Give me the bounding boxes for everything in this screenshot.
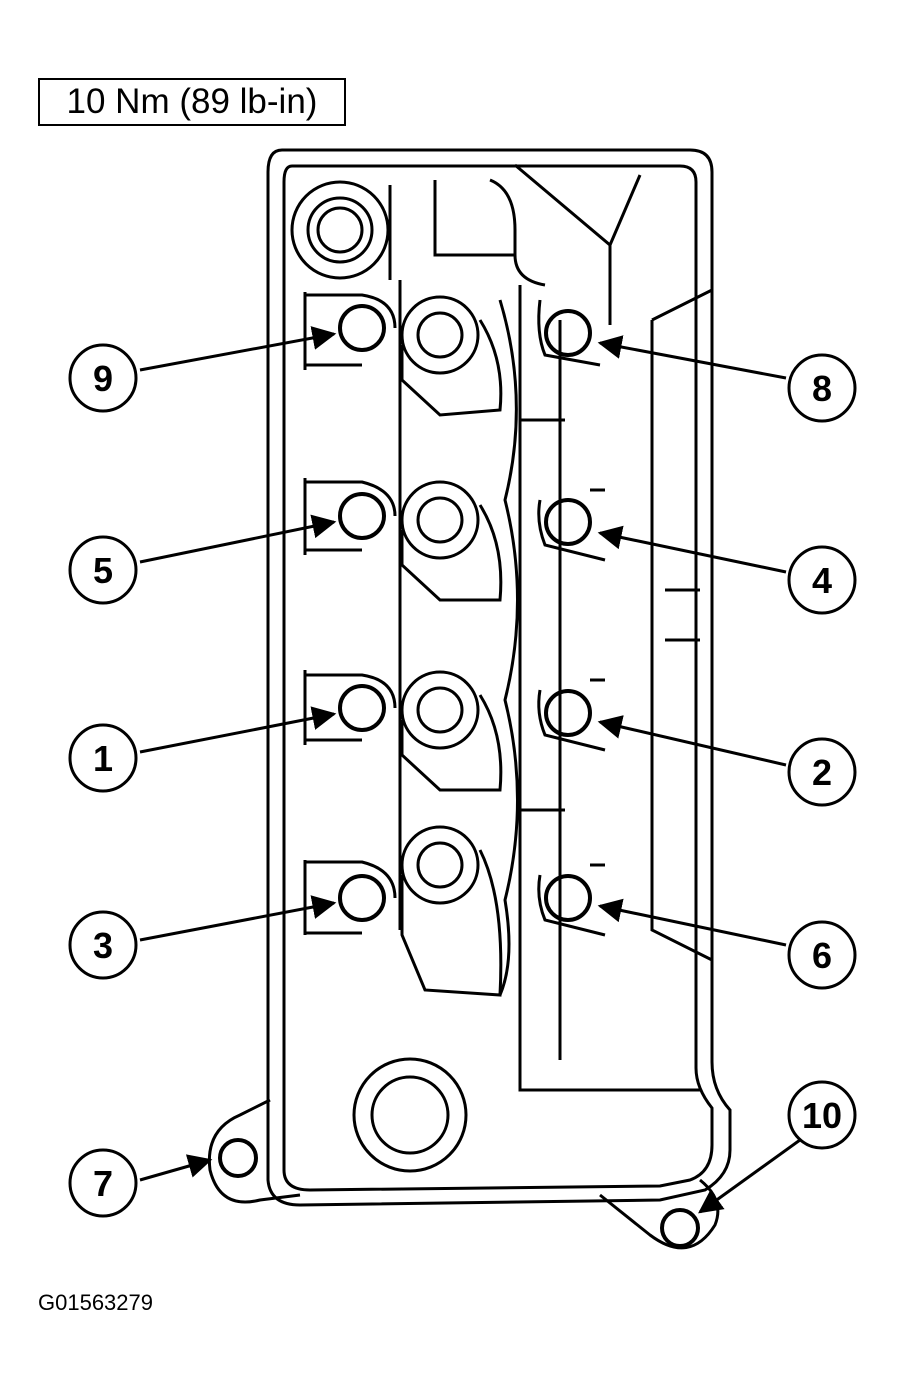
bolt-2 — [544, 689, 592, 737]
bolt-7 — [218, 1138, 258, 1178]
callout-label-1: 1 — [93, 738, 113, 779]
arrow-1 — [139, 706, 337, 754]
bolt-6 — [544, 874, 592, 922]
arrow-9 — [139, 326, 337, 372]
callout-label-10: 10 — [802, 1095, 842, 1136]
arrow-2 — [597, 715, 787, 767]
arrow-6 — [597, 898, 787, 947]
bolt-3 — [338, 874, 386, 922]
arrow-10 — [698, 1138, 801, 1214]
callout-label-8: 8 — [812, 368, 832, 409]
callout-10: 10 — [787, 1080, 857, 1150]
callout-label-5: 5 — [93, 550, 113, 591]
callout-9: 9 — [68, 343, 138, 413]
callout-4: 4 — [787, 545, 857, 615]
bolt-1 — [338, 684, 386, 732]
arrow-5 — [139, 514, 337, 564]
bolt-9 — [338, 304, 386, 352]
callout-arrows — [139, 326, 801, 1214]
bolt-10 — [660, 1208, 700, 1248]
callout-1: 1 — [68, 723, 138, 793]
callout-3: 3 — [68, 910, 138, 980]
torque-spec-label: 10 Nm (89 lb-in) — [38, 78, 346, 126]
callout-8: 8 — [787, 353, 857, 423]
valve-cover-outline — [207, 148, 732, 1250]
callout-7: 7 — [68, 1148, 138, 1218]
bolt-8 — [544, 309, 592, 357]
arrow-4 — [597, 525, 787, 574]
callout-5: 5 — [68, 535, 138, 605]
callout-6: 6 — [787, 920, 857, 990]
callout-label-3: 3 — [93, 925, 113, 966]
arrow-3 — [139, 895, 337, 942]
callout-label-4: 4 — [812, 560, 832, 601]
callout-label-6: 6 — [812, 935, 832, 976]
callout-circles: 9 5 1 3 8 4 2 6 7 10 — [68, 343, 857, 1218]
callout-label-2: 2 — [812, 752, 832, 793]
callout-label-9: 9 — [93, 358, 113, 399]
bolt-4 — [544, 498, 592, 546]
callout-2: 2 — [787, 737, 857, 807]
arrow-8 — [597, 335, 787, 380]
figure-id: G01563279 — [38, 1290, 153, 1315]
callout-label-7: 7 — [93, 1163, 113, 1204]
bolt-heads — [218, 304, 700, 1248]
arrow-7 — [139, 1154, 213, 1182]
bolt-5 — [338, 492, 386, 540]
